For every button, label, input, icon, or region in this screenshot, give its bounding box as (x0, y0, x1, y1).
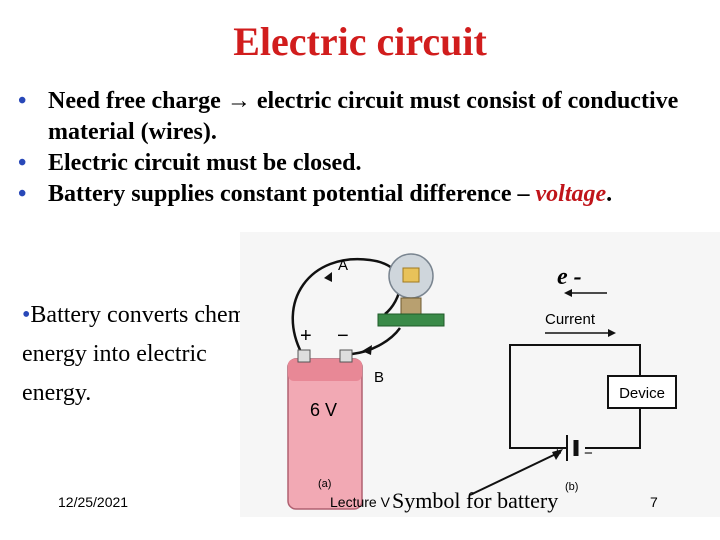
bullet-dot: • (22, 302, 31, 328)
current-label: Current (545, 311, 596, 328)
bullet-text: electric circuit must consist of conduct… (48, 88, 679, 145)
arrow-a-icon (324, 272, 332, 282)
battery-minus: − (337, 325, 349, 347)
circuit-b-wires (509, 344, 641, 449)
wire-b (351, 327, 402, 356)
page-number: 7 (650, 494, 658, 510)
voltage-highlight: voltage (535, 181, 607, 207)
bullet-free-charge: • Need free charge → electric circuit mu… (18, 86, 708, 148)
arrow-b-icon (362, 345, 372, 355)
sub-bullet: •Battery converts chemical energy into e… (22, 296, 282, 413)
bullet-battery-voltage: • Battery supplies constant potential di… (18, 179, 708, 210)
symbol-pointer-line (469, 451, 561, 496)
bullet-dot: • (18, 88, 27, 114)
light-bulb-icon (377, 253, 445, 327)
battery-6v-icon (287, 349, 363, 510)
bullet-dot: • (18, 150, 27, 176)
symbol-pointer-icon (552, 449, 563, 460)
bullet-end: . (606, 181, 613, 207)
caption-b: (b) (565, 481, 578, 493)
footer-date: 12/25/2021 (58, 494, 129, 510)
sub-bullet-text: Battery converts chemical energy into el… (22, 302, 281, 406)
wire-a (291, 257, 402, 355)
label-b: B (374, 369, 384, 386)
bullet-text: Need free charge (48, 88, 227, 114)
bullet-text: Electric circuit must be closed. (48, 150, 362, 176)
battery-plus: + (300, 325, 312, 347)
right-arrow-icon: → (226, 88, 251, 114)
device-label: Device (619, 385, 665, 402)
bullet-list: • Need free charge → electric circuit mu… (18, 86, 708, 210)
symbol-minus: − (584, 445, 593, 462)
battery-symbol-icon (566, 435, 579, 461)
circuit-figure: A B + − 6 V (a) Current + − (b) Device (240, 232, 720, 517)
bullet-dot: • (18, 181, 27, 207)
slide-title: Electric circuit (233, 19, 487, 64)
device-box (607, 375, 677, 409)
footer-lecture: Lecture V (330, 494, 390, 510)
caption-a: (a) (318, 478, 331, 490)
electron-label: e - (557, 264, 582, 290)
current-arrow-icon (608, 329, 616, 337)
bullet-circuit-closed: • Electric circuit must be closed. (18, 148, 708, 179)
electron-arrow-icon (564, 289, 572, 297)
symbol-caption: Symbol for battery (392, 488, 559, 513)
bullet-text: Battery supplies constant potential diff… (48, 181, 536, 207)
battery-voltage-label: 6 V (310, 400, 337, 420)
label-a: A (338, 257, 348, 274)
